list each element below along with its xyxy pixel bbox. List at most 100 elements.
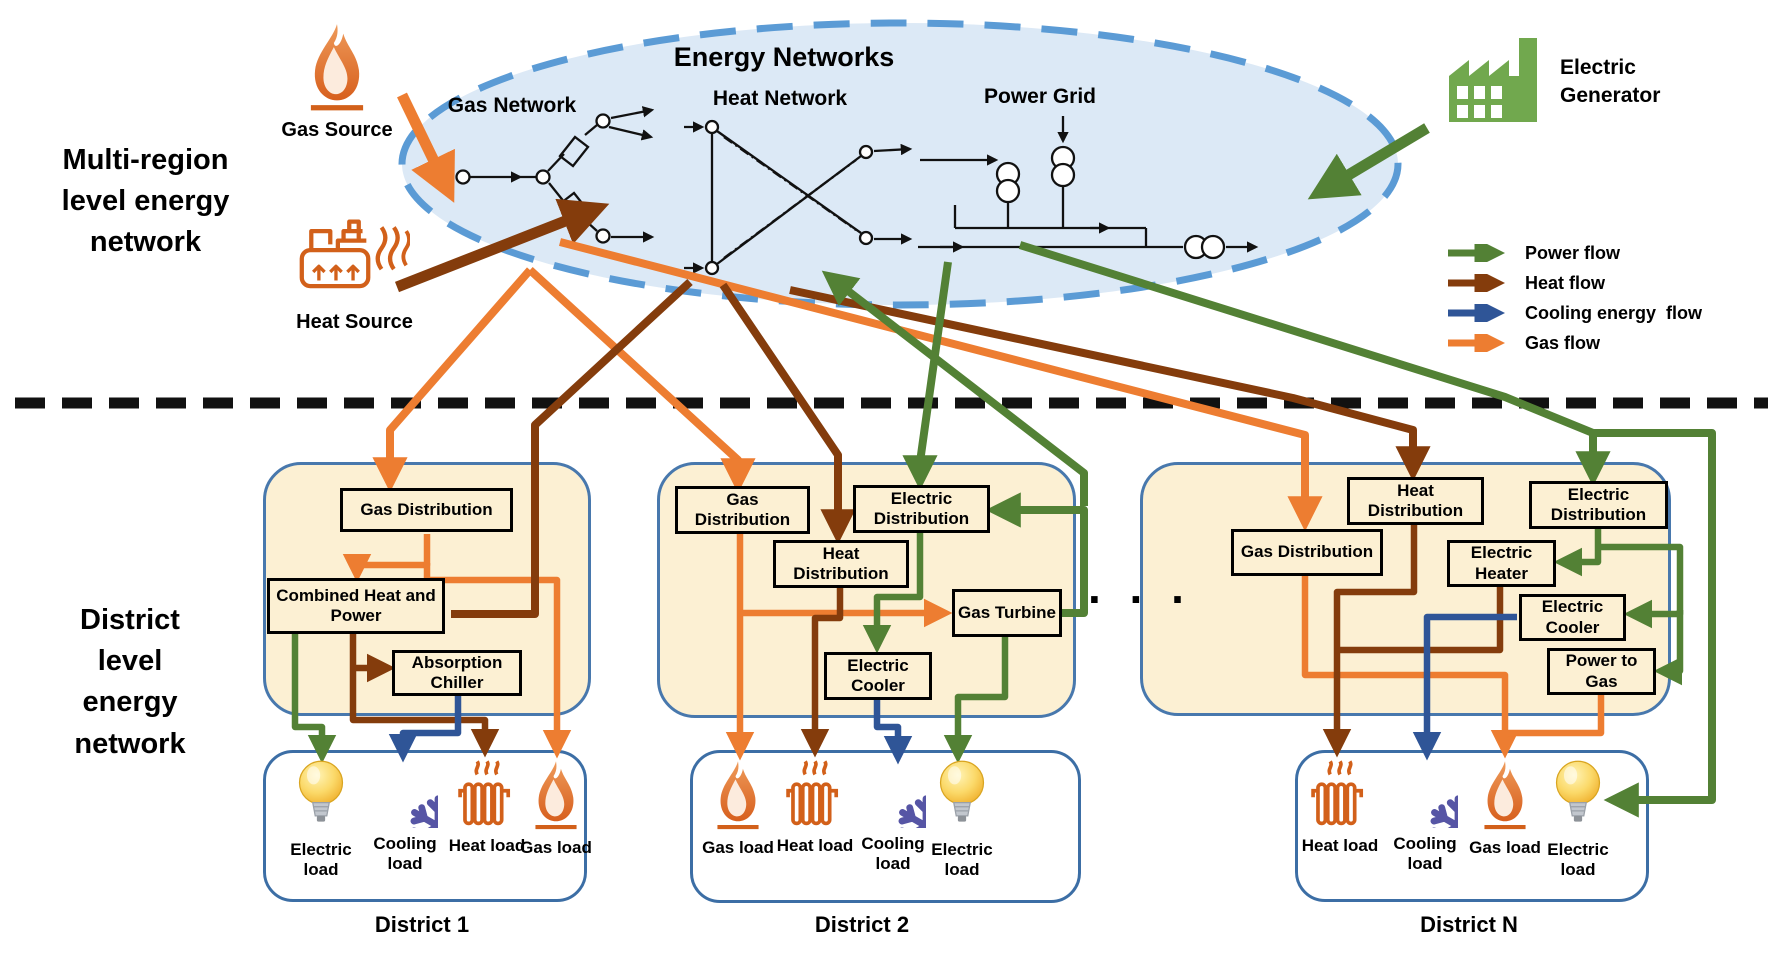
dn-eldist-to-heater	[1553, 529, 1602, 577]
d2-turbine-loop	[985, 492, 1088, 617]
load-label: Heat load	[1301, 836, 1379, 855]
gas-flow-dn	[558, 238, 1323, 532]
d1-chp-to-elload	[291, 634, 337, 764]
d1-cooling-load: Cooling load	[359, 758, 451, 873]
load-label: Gas load	[1469, 838, 1541, 857]
d2-heat-to-load	[800, 588, 844, 758]
dn-cooler-to-load	[1412, 613, 1517, 761]
gas-flow-d2	[527, 267, 756, 494]
dn-heat-to-load	[1322, 525, 1418, 758]
dn-gas-load: Gas load	[1459, 758, 1551, 858]
flame-icon	[529, 758, 583, 832]
electric-generator-icon	[1443, 34, 1547, 128]
gas-source-label: Gas Source	[281, 119, 393, 141]
district-n-name: District N	[1420, 912, 1518, 937]
snowflake-icon	[1392, 758, 1458, 828]
d2-electric-cooler: Electric Cooler	[824, 652, 932, 700]
dn-heat-load: Heat load	[1294, 758, 1386, 856]
bulb-icon	[295, 758, 347, 834]
dn-electric-load: Electric load	[1532, 758, 1624, 879]
d2-turbine-to-elload	[943, 637, 1009, 764]
districts-ellipsis: . . .	[1088, 561, 1192, 613]
legend-row-power: Power flow	[1446, 238, 1702, 268]
dn-gas-to-load	[1301, 576, 1520, 759]
dn-cooling-load: Cooling load	[1379, 758, 1471, 873]
snowflake-icon	[372, 758, 438, 828]
legend-row-heat: Heat flow	[1446, 268, 1702, 298]
d2-turbine-to-grid	[821, 270, 1088, 506]
dn-to-cooler	[1598, 543, 1684, 629]
d1-gas-to-chp	[342, 534, 431, 583]
load-label: Cooling load	[861, 834, 925, 873]
dn-heater-to-load	[1340, 587, 1504, 654]
load-label: Cooling load	[373, 834, 437, 873]
cooling-flow-arrow-icon	[1448, 304, 1506, 322]
generator-flow	[1307, 123, 1430, 200]
heat-flow-arrow-icon	[1448, 274, 1506, 292]
dn-power-to-gas: Power to Gas	[1547, 648, 1656, 695]
electric-generator-label: Electric Generator	[1560, 56, 1661, 108]
power-grid-label: Power Grid	[983, 85, 1097, 108]
d2-gas-distribution: Gas Distribution	[675, 486, 810, 534]
d2-heat-load: Heat load	[769, 758, 861, 856]
d1-absorption-chiller: Absorption Chiller	[392, 650, 522, 696]
d1-chp-to-load	[349, 634, 500, 758]
d2-electric-load: Electric load	[916, 758, 1008, 879]
bulb-icon	[1552, 758, 1604, 834]
multi-region-title: Multi-region level energy network	[61, 144, 230, 259]
load-label: Heat load	[776, 836, 854, 855]
radiator-icon	[1309, 758, 1371, 830]
flame-icon	[1478, 758, 1532, 832]
legend-heat-label: Heat flow	[1525, 272, 1606, 293]
d2-cooling-load: Cooling load	[847, 758, 939, 873]
d1-gas-to-load	[423, 563, 572, 759]
d1-heat-load: Heat load	[441, 758, 533, 856]
load-label: Gas load	[702, 838, 774, 857]
gas-flow-d1	[372, 267, 534, 493]
heat-source-flow	[394, 198, 610, 293]
heat-flow-d1	[451, 279, 693, 618]
dn-p2g-to-load	[1508, 695, 1605, 737]
dn-heat-distribution: Heat Distribution	[1347, 477, 1484, 525]
d2-gas-load: Gas load	[692, 758, 784, 858]
gas-flow-arrow-icon	[1448, 334, 1506, 352]
gas-source-flow	[397, 92, 455, 203]
power-flow-d2	[902, 261, 952, 491]
heat-source-label: Heat Source	[296, 311, 413, 333]
load-label: Electric load	[1547, 840, 1609, 879]
load-label: Heat load	[448, 836, 526, 855]
d2-heat-distribution: Heat Distribution	[773, 540, 909, 588]
d1-chiller-to-load	[388, 696, 462, 763]
heat-flow-d2	[719, 282, 856, 545]
heat-source-icon	[298, 212, 410, 292]
flow-legend: Power flow Heat flow Cooling energy flow…	[1446, 238, 1702, 358]
legend-row-gas: Gas flow	[1446, 328, 1702, 358]
dn-to-p2g	[1653, 610, 1684, 686]
flame-icon	[711, 758, 765, 832]
d2-gas-turbine: Gas Turbine	[952, 589, 1062, 637]
d1-gas-distribution: Gas Distribution	[340, 488, 513, 532]
heat-flow-dn	[789, 286, 1431, 482]
legend-row-cooling: Cooling energy flow	[1446, 298, 1702, 328]
load-label: Cooling load	[1393, 834, 1457, 873]
d2-cooler-to-load	[873, 700, 913, 765]
load-label: Gas load	[520, 838, 592, 857]
heat-network-label: Heat Network	[712, 87, 848, 110]
gas-network-label: Gas Network	[447, 94, 577, 117]
d1-gas-load: Gas load	[510, 758, 602, 858]
dn-electric-heater: Electric Heater	[1447, 540, 1556, 587]
dn-gas-distribution: Gas Distribution	[1231, 529, 1383, 576]
heat-network-schematic	[684, 119, 913, 276]
power-flow-arrow-icon	[1448, 244, 1506, 262]
district-1-name: District 1	[374, 912, 470, 937]
gas-source-icon	[294, 20, 380, 114]
d1-combined-heat-and-power: Combined Heat and Power	[267, 578, 445, 634]
district-2-name: District 2	[814, 912, 910, 937]
load-label: Electric load	[931, 840, 993, 879]
dn-electric-cooler: Electric Cooler	[1519, 594, 1626, 641]
d2-electric-distribution: Electric Distribution	[853, 485, 990, 533]
legend-gas-label: Gas flow	[1525, 332, 1601, 353]
load-label: Electric load	[290, 840, 352, 879]
